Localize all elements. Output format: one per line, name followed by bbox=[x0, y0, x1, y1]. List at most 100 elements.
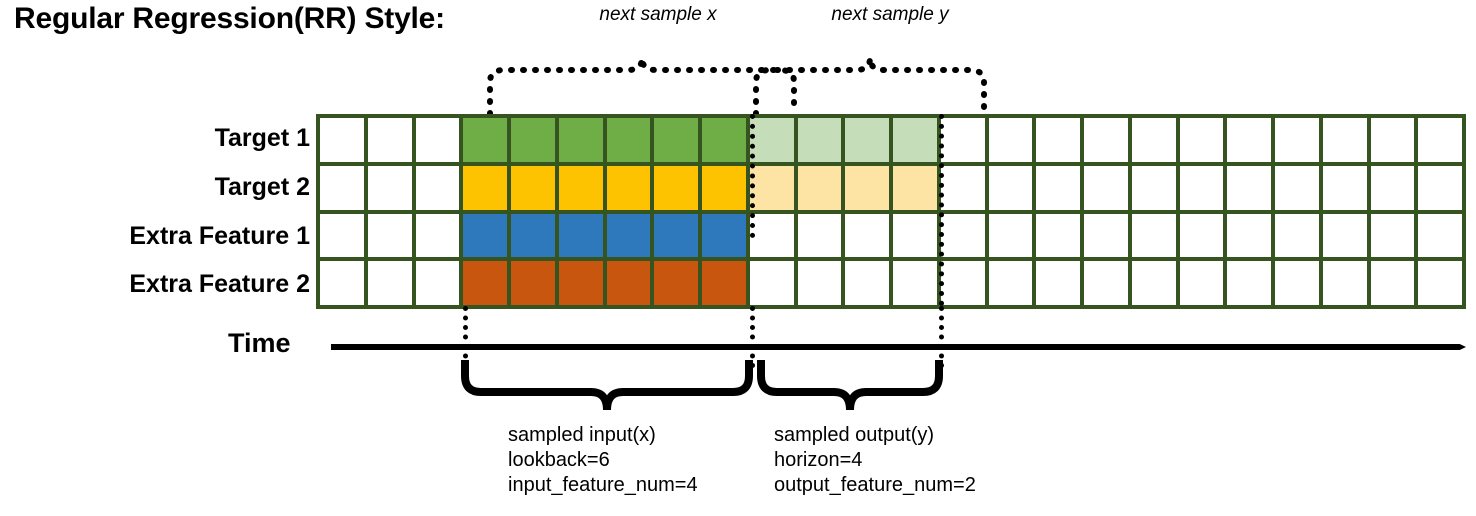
grid-cell bbox=[749, 165, 794, 210]
grid-cell bbox=[463, 165, 507, 210]
caption-sampled-input-line2: lookback=6 bbox=[508, 449, 610, 471]
grid-cell bbox=[1179, 213, 1224, 258]
grid-cell bbox=[558, 213, 603, 258]
grid-cell bbox=[1131, 118, 1176, 162]
grid-cell bbox=[415, 165, 460, 210]
grid-cell bbox=[1036, 165, 1080, 210]
grid-cell bbox=[654, 118, 698, 162]
grid-cell bbox=[988, 118, 1033, 162]
grid-cell bbox=[988, 213, 1033, 258]
timeseries-grid bbox=[316, 114, 1466, 309]
grid-cell bbox=[845, 118, 889, 162]
grid-cell bbox=[558, 118, 603, 162]
grid-cell bbox=[1227, 213, 1271, 258]
grid-cell bbox=[940, 165, 985, 210]
grid-cell bbox=[749, 213, 794, 258]
row-label-extra-feature-2: Extra Feature 2 bbox=[129, 270, 310, 298]
grid-cell bbox=[940, 118, 985, 162]
grid-cell bbox=[320, 261, 364, 305]
grid-cell bbox=[1275, 165, 1319, 210]
grid-cell bbox=[940, 213, 985, 258]
grid-cell bbox=[654, 165, 698, 210]
grid-cell bbox=[463, 118, 507, 162]
grid-cell bbox=[1322, 118, 1367, 162]
grid-cell bbox=[1418, 213, 1462, 258]
grid-cell bbox=[415, 118, 460, 162]
grid-cell bbox=[988, 165, 1033, 210]
grid-cell bbox=[415, 213, 460, 258]
grid-cell bbox=[845, 261, 889, 305]
grid-cell bbox=[1418, 261, 1462, 305]
grid-cell bbox=[893, 165, 937, 210]
grid-cell bbox=[606, 261, 651, 305]
annotation-next-sample-y: next sample y bbox=[831, 4, 949, 25]
grid-cell bbox=[1131, 165, 1176, 210]
grid-cell bbox=[1418, 165, 1462, 210]
row-label-target-2: Target 2 bbox=[214, 173, 310, 201]
grid-cell bbox=[845, 165, 889, 210]
grid-cell bbox=[1370, 213, 1415, 258]
grid-cell bbox=[1322, 165, 1367, 210]
grid-cell bbox=[1036, 213, 1080, 258]
grid-cell bbox=[749, 261, 794, 305]
grid-cell bbox=[654, 213, 698, 258]
grid-cell bbox=[1227, 261, 1271, 305]
grid-cell bbox=[320, 118, 364, 162]
grid-cell bbox=[1370, 261, 1415, 305]
grid-cell bbox=[1084, 261, 1128, 305]
grid-cell bbox=[1370, 165, 1415, 210]
grid-cell bbox=[1418, 118, 1462, 162]
grid-cell bbox=[1084, 118, 1128, 162]
caption-sampled-output-line3: output_feature_num=2 bbox=[774, 474, 976, 496]
guide-line-input-end bbox=[750, 306, 755, 368]
grid-cell bbox=[797, 118, 842, 162]
grid-cell bbox=[463, 261, 507, 305]
caption-sampled-output-line2: horizon=4 bbox=[774, 449, 863, 471]
grid-cell bbox=[511, 261, 555, 305]
grid-cell bbox=[702, 213, 746, 258]
grid-cell bbox=[1179, 261, 1224, 305]
grid-cell bbox=[606, 165, 651, 210]
grid-cell bbox=[558, 261, 603, 305]
grid-cell bbox=[320, 165, 364, 210]
grid-cell bbox=[1179, 118, 1224, 162]
grid-cell bbox=[1036, 118, 1080, 162]
guide-line-y-boundary bbox=[939, 114, 944, 306]
grid-cell bbox=[893, 261, 937, 305]
guide-line-x-boundary bbox=[750, 114, 755, 238]
grid-cell bbox=[797, 213, 842, 258]
grid-cell bbox=[415, 261, 460, 305]
grid-cell bbox=[367, 165, 412, 210]
grid-cell bbox=[1084, 213, 1128, 258]
grid-cell bbox=[749, 118, 794, 162]
grid-cell bbox=[367, 118, 412, 162]
guide-line-output-end bbox=[939, 306, 944, 368]
brace-sampled-input bbox=[461, 360, 753, 411]
grid-cell bbox=[1322, 261, 1367, 305]
grid-cell bbox=[1227, 118, 1271, 162]
row-label-target-1: Target 1 bbox=[214, 124, 310, 152]
grid-cell bbox=[702, 118, 746, 162]
annotation-next-sample-x: next sample x bbox=[599, 4, 717, 25]
grid-cell bbox=[558, 165, 603, 210]
grid-cell bbox=[940, 261, 985, 305]
caption-sampled-input-line1: sampled input(x) bbox=[508, 424, 656, 446]
row-label-extra-feature-1: Extra Feature 1 bbox=[129, 222, 310, 250]
grid-cell bbox=[1275, 118, 1319, 162]
grid-cell bbox=[1084, 165, 1128, 210]
grid-cell bbox=[1131, 261, 1176, 305]
grid-cell bbox=[702, 165, 746, 210]
grid-cell bbox=[367, 261, 412, 305]
grid-cell bbox=[320, 213, 364, 258]
grid-cell bbox=[797, 165, 842, 210]
caption-sampled-output-line1: sampled output(y) bbox=[774, 424, 935, 446]
grid-cell bbox=[702, 261, 746, 305]
grid-cell bbox=[1275, 213, 1319, 258]
grid-cell bbox=[1227, 165, 1271, 210]
guide-line-input-start bbox=[463, 306, 468, 368]
grid-cell bbox=[1322, 213, 1367, 258]
grid-cell bbox=[606, 213, 651, 258]
grid-cell bbox=[654, 261, 698, 305]
grid-cell bbox=[1131, 213, 1176, 258]
grid-cell bbox=[1036, 261, 1080, 305]
